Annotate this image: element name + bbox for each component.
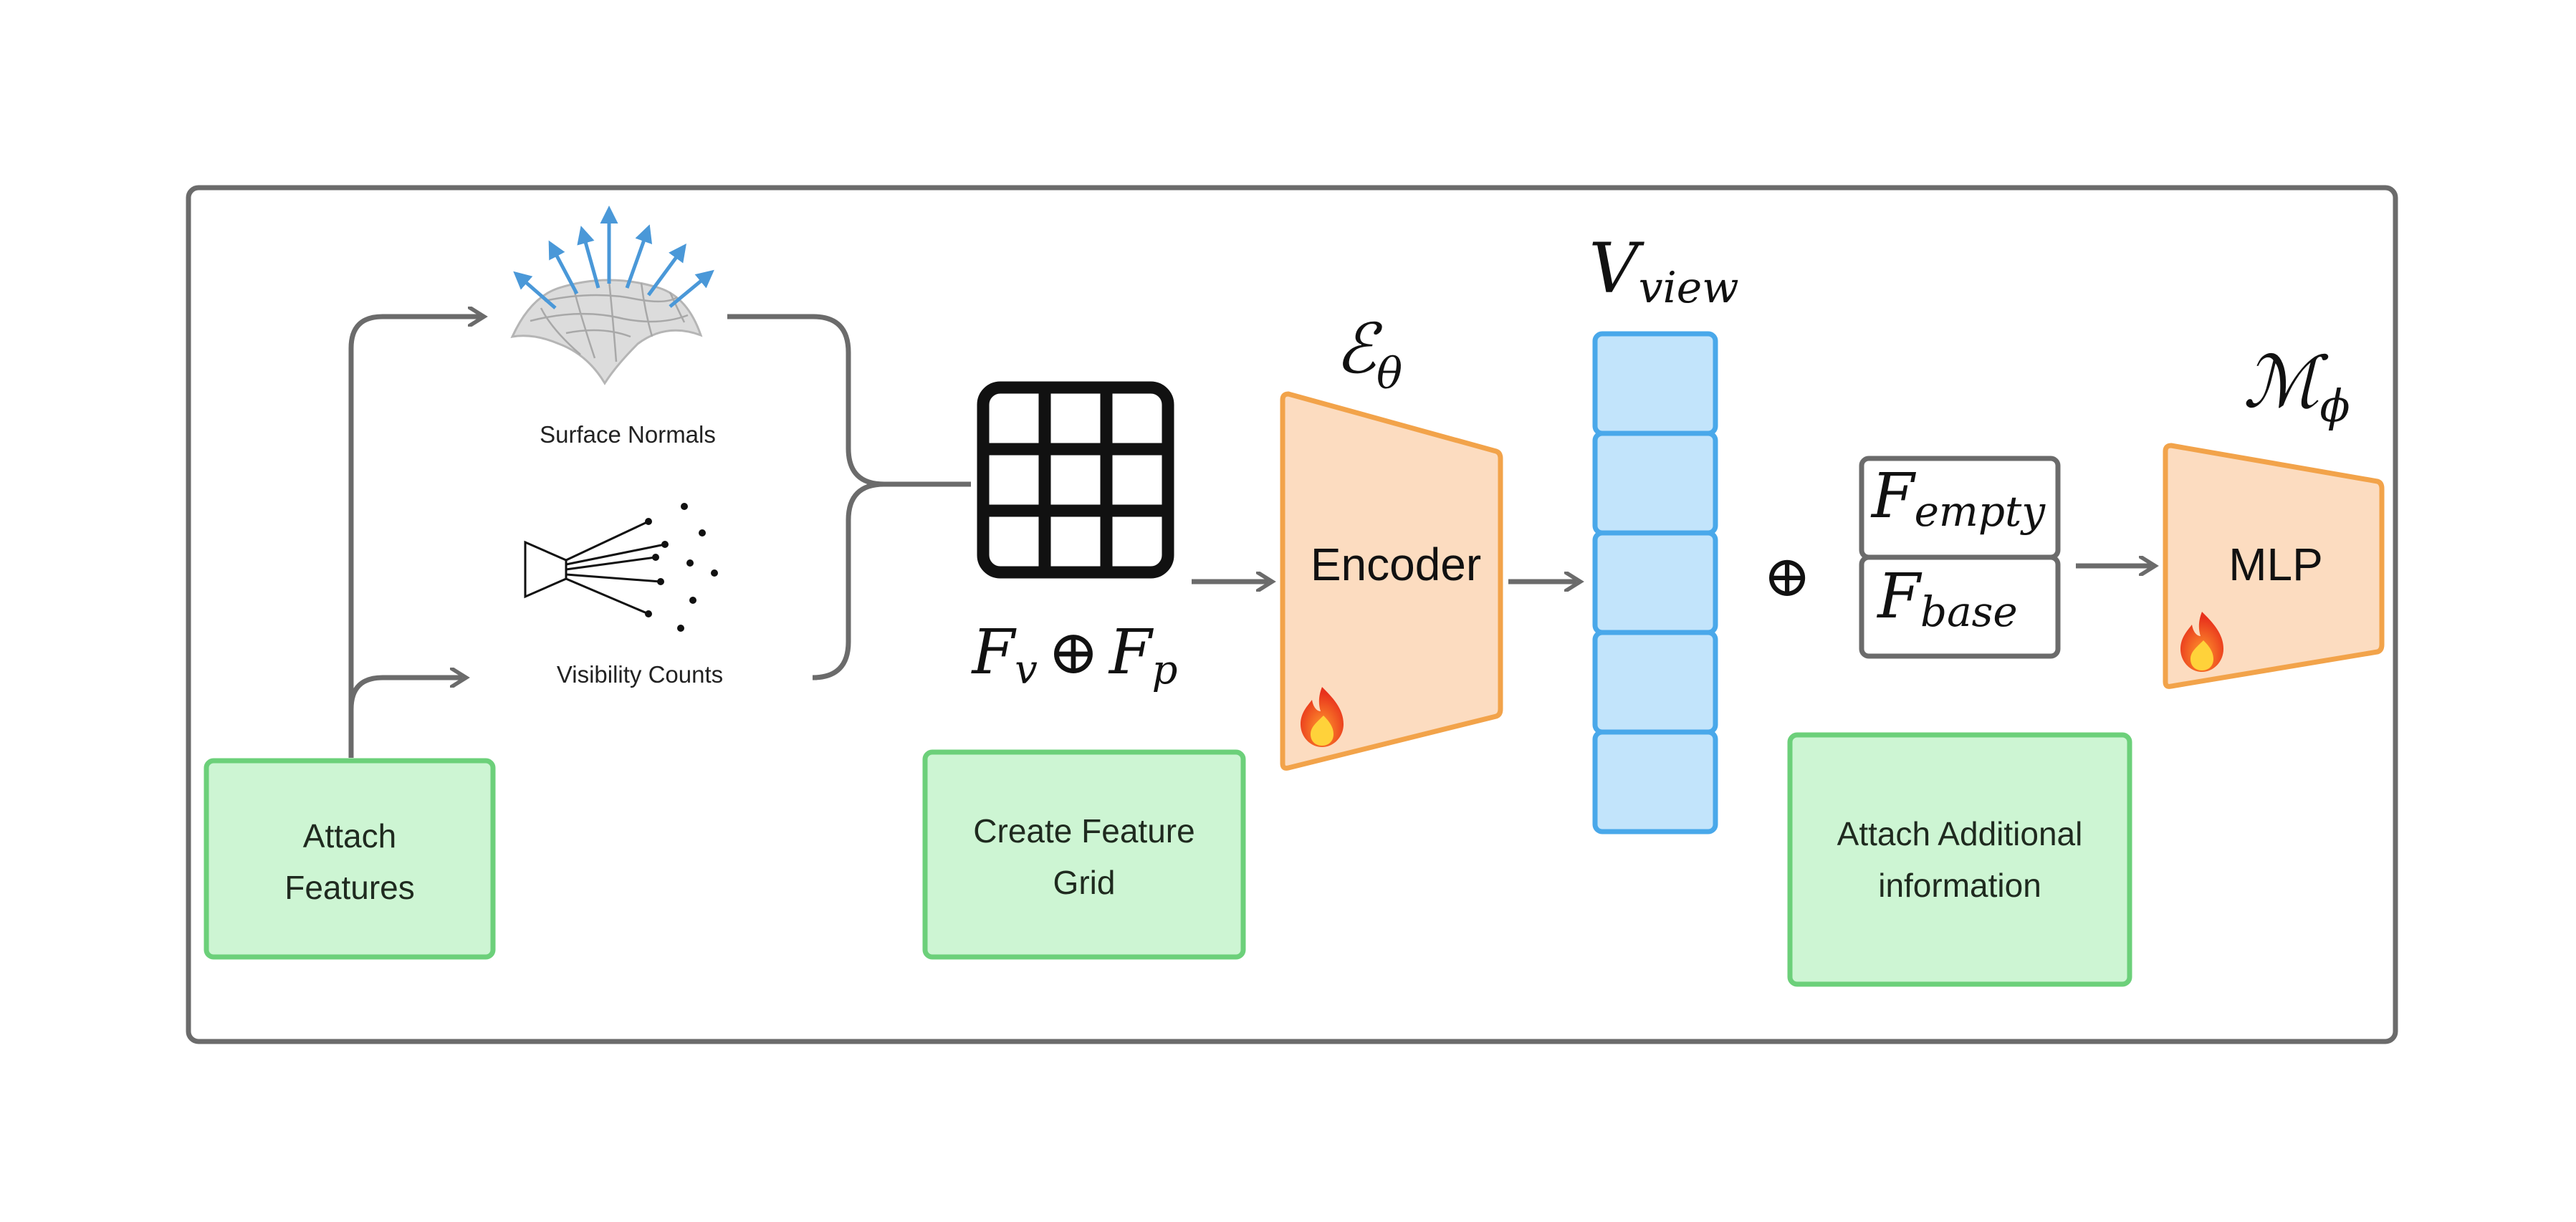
attach-info-line2: information <box>1878 867 2041 904</box>
create-grid-line2: Grid <box>1053 864 1116 901</box>
feature-concat-formula: Fv⊕Fp <box>971 617 1178 693</box>
encoder-symbol: ℰθ <box>1335 309 1402 399</box>
view-vector-cell <box>1592 331 1718 436</box>
mlp-block <box>2163 443 2385 689</box>
attach-info-line1: Attach Additional <box>1837 815 2083 852</box>
view-vector-cell <box>1592 729 1718 834</box>
view-vector-cell <box>1592 630 1718 735</box>
mlp-label: MLP <box>2228 539 2323 590</box>
encoder-label: Encoder <box>1311 539 1481 590</box>
encoder-block <box>1280 391 1503 771</box>
view-vector-cell <box>1592 530 1718 635</box>
view-vector-cell <box>1592 430 1718 536</box>
f-base-label: Fbase <box>1876 561 2017 636</box>
outer-frame <box>186 185 2398 1044</box>
f-empty-label: Fempty <box>1870 461 2046 536</box>
create-grid-line1: Create Feature <box>973 812 1194 850</box>
mlp-symbol: ℳϕ <box>2243 340 2350 432</box>
merge-brace <box>727 314 971 680</box>
attach-features-line1: Attach <box>303 817 396 855</box>
surface-normals-label: Surface Normals <box>540 421 716 448</box>
f-base-box <box>1859 554 2061 659</box>
connector-to-normals <box>348 317 480 758</box>
attach-features-box <box>204 758 496 960</box>
camera-rays-icon <box>524 503 718 632</box>
view-vector <box>1592 331 1718 834</box>
view-vector-symbol: Vview <box>1589 228 1738 313</box>
attach-features-line2: Features <box>284 869 415 906</box>
connector-to-visibility <box>348 678 462 758</box>
surface-normals-icon <box>510 206 714 385</box>
create-feature-grid-box <box>922 749 1246 960</box>
attach-info-box <box>1787 732 2132 987</box>
visibility-counts-label: Visibility Counts <box>557 661 723 688</box>
grid-icon <box>977 381 1174 579</box>
concat-symbol: ⊕ <box>1763 543 1811 610</box>
